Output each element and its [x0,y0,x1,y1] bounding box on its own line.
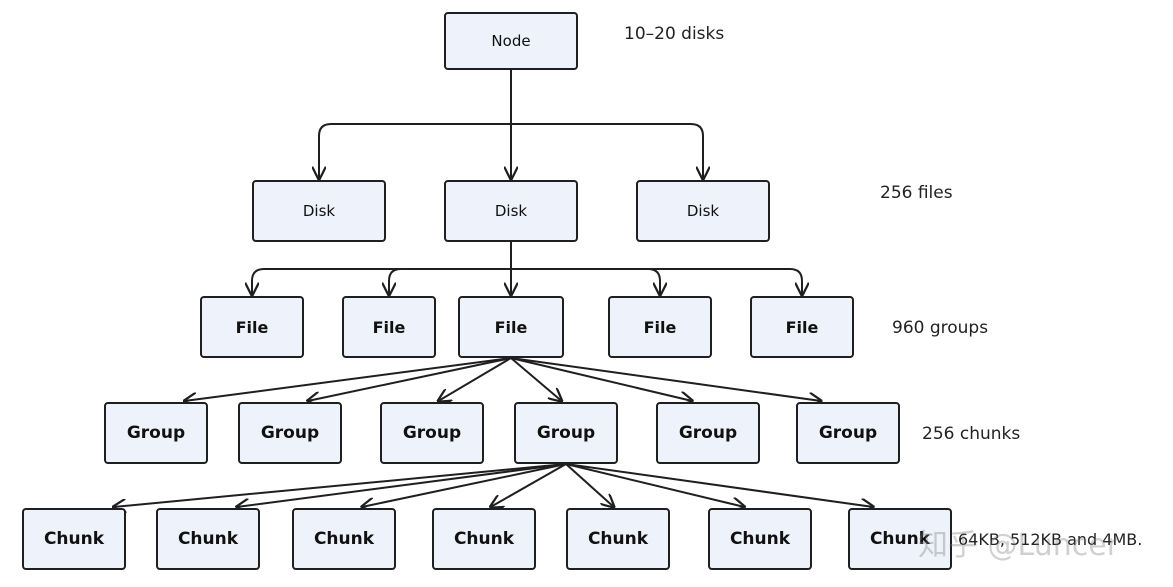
file-label: File [494,317,528,337]
chunk-label: Chunk [453,529,515,549]
annotation-group: 256 chunks [922,424,1021,444]
group-box: Group [238,402,342,464]
group-label: Group [402,423,462,443]
chunk-box: Chunk [432,508,536,570]
edge-group-to-chunk [565,463,873,507]
annotation-file: 960 groups [892,318,989,338]
edge-file-to-group [184,357,512,401]
group-label: Group [536,423,596,443]
file-label: File [643,317,677,337]
disk-label: Disk [302,202,336,220]
edge-group-to-chunk [237,463,567,507]
edge-file-to-group [438,357,512,401]
disk-box: Disk [252,180,386,242]
disk-label: Disk [494,202,528,220]
edge-file-to-group [308,357,512,401]
file-box: File [608,296,712,358]
chunk-label: Chunk [869,529,931,549]
node-box: Node [444,12,578,70]
chunk-label: Chunk [313,529,375,549]
edge-file-to-group [510,357,562,401]
chunk-box: Chunk [848,508,952,570]
chunk-label: Chunk [587,529,649,549]
file-label: File [372,317,406,337]
group-box: Group [514,402,618,464]
edge-disk-to-file [511,268,660,295]
edge-file-to-group [510,357,692,401]
edge-node-to-disk [319,123,511,179]
group-label: Group [678,423,738,443]
annotation-disk: 256 files [880,183,953,203]
annotation-node: 10–20 disks [624,24,725,44]
node-label: Node [491,32,531,50]
file-label: File [235,317,269,337]
edge-disk-to-file [511,268,802,295]
group-label: Group [818,423,878,443]
group-box: Group [380,402,484,464]
file-label: File [785,317,819,337]
chunk-box: Chunk [22,508,126,570]
chunk-box: Chunk [292,508,396,570]
edge-group-to-chunk [113,463,567,507]
edge-group-to-chunk [491,463,567,507]
disk-label: Disk [686,202,720,220]
edge-group-to-chunk [565,463,744,507]
group-box: Group [796,402,900,464]
chunk-label: Chunk [43,529,105,549]
chunk-label: Chunk [729,529,791,549]
group-label: Group [260,423,320,443]
edge-group-to-chunk [565,463,614,507]
group-box: Group [104,402,208,464]
edge-disk-to-file [252,268,511,295]
edge-file-to-group [510,357,821,401]
file-box: File [200,296,304,358]
watermark: 知乎 @Luncer [918,528,1120,563]
annotation-chunk: 64KB, 512KB and 4MB. [958,530,1143,549]
edge-disk-to-file [389,268,511,295]
edge-node-to-disk [511,123,703,179]
chunk-box: Chunk [708,508,812,570]
file-box: File [750,296,854,358]
chunk-box: Chunk [156,508,260,570]
group-label: Group [126,423,186,443]
chunk-box: Chunk [566,508,670,570]
chunk-label: Chunk [177,529,239,549]
disk-box: Disk [636,180,770,242]
edge-group-to-chunk [362,463,567,507]
file-box: File [342,296,436,358]
group-box: Group [656,402,760,464]
disk-box: Disk [444,180,578,242]
file-box: File [458,296,564,358]
